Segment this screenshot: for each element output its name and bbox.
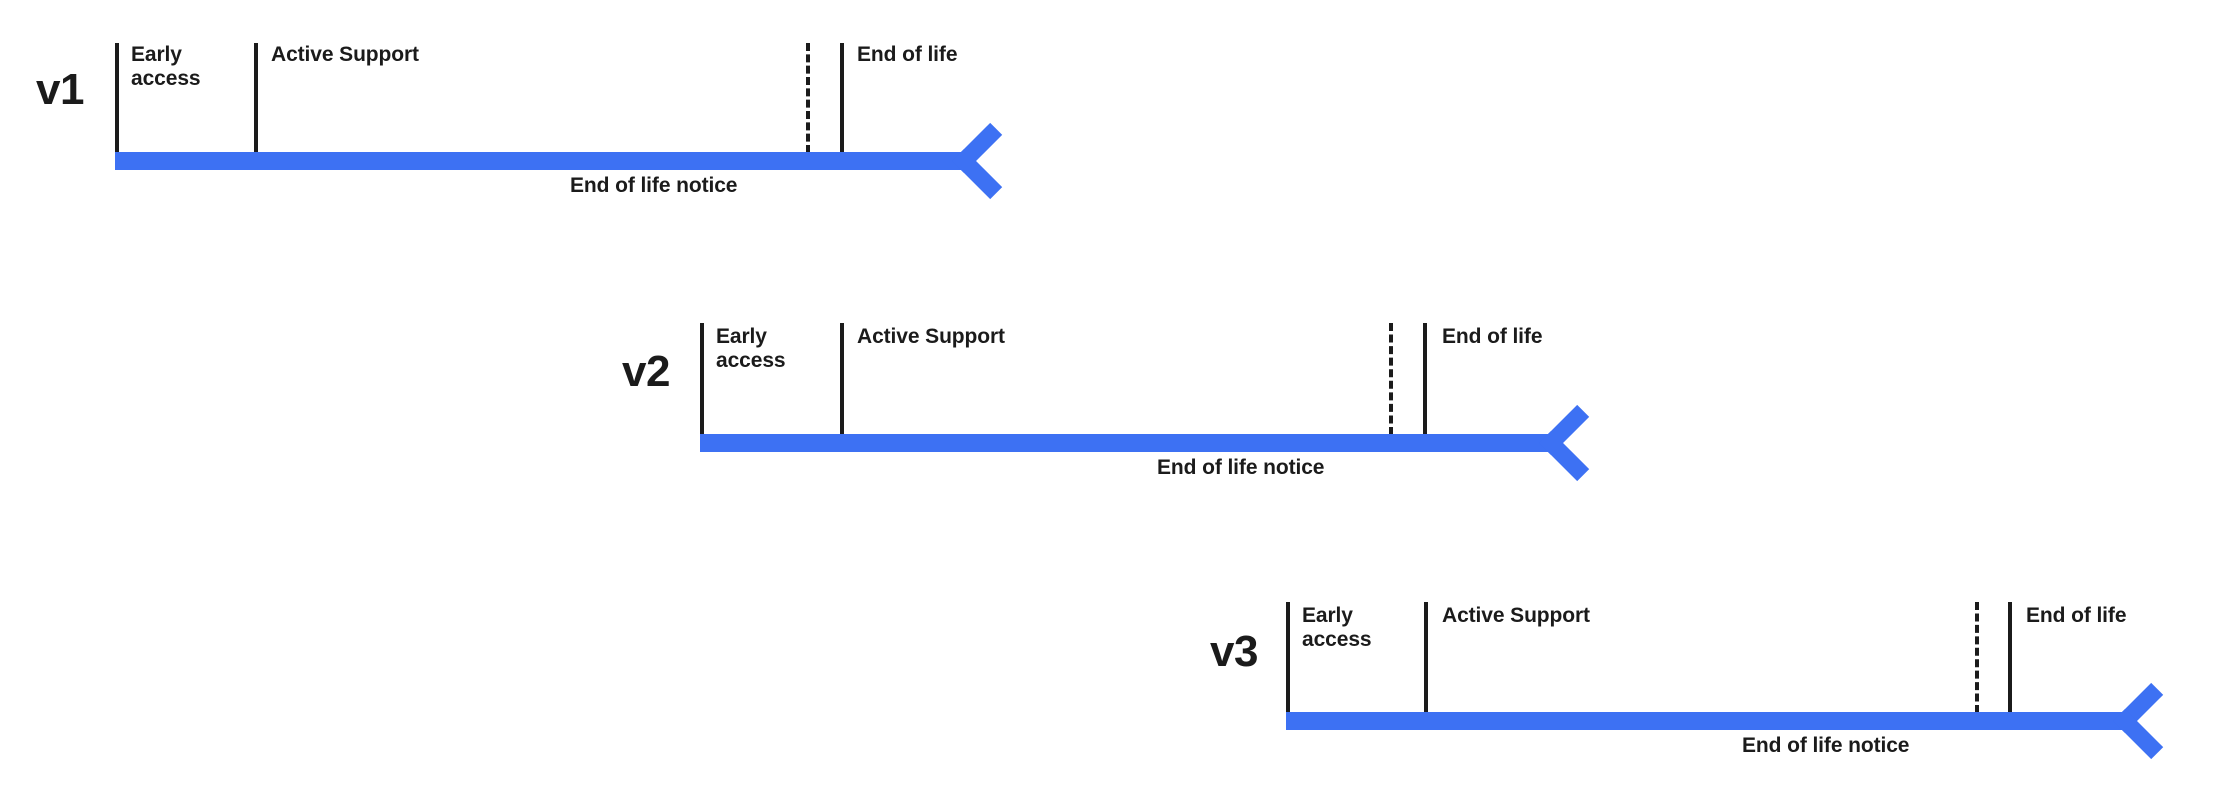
marker-end-of-life-notice-tick-v3 (1975, 602, 1979, 713)
marker-end-of-life-tick-v3 (2008, 602, 2012, 713)
marker-start-tick-v3 (1286, 602, 1290, 713)
version-label-v3: v3 (1210, 627, 1258, 676)
segment-label-early-access-v2: Early access (716, 325, 786, 372)
marker-end-of-life-tick-v2 (1423, 323, 1427, 435)
marker-start-tick-v1 (115, 43, 119, 153)
notice-label-v3: End of life notice (1742, 734, 1910, 757)
marker-early-access-end-tick-v3 (1424, 602, 1428, 713)
marker-end-of-life-tick-v1 (840, 43, 844, 153)
lifecycle-bar-v2 (700, 434, 1557, 452)
marker-start-tick-v2 (700, 323, 704, 435)
segment-label-end-of-life-v1: End of life (857, 43, 958, 66)
marker-early-access-end-tick-v1 (254, 43, 258, 153)
marker-end-of-life-notice-tick-v1 (806, 43, 810, 153)
lifecycle-bar-v1 (115, 152, 970, 170)
version-label-v2: v2 (622, 347, 670, 396)
segment-label-early-access-v1: Early access (131, 43, 201, 90)
segment-label-end-of-life-v2: End of life (1442, 325, 1543, 348)
notice-label-v2: End of life notice (1157, 456, 1325, 479)
segment-label-end-of-life-v3: End of life (2026, 604, 2127, 627)
segment-label-active-support-v1: Active Support (271, 43, 419, 66)
notice-label-v1: End of life notice (570, 174, 738, 197)
marker-end-of-life-notice-tick-v2 (1389, 323, 1393, 435)
segment-label-early-access-v3: Early access (1302, 604, 1372, 651)
lifecycle-bar-v3 (1286, 712, 2131, 730)
segment-label-active-support-v3: Active Support (1442, 604, 1590, 627)
version-label-v1: v1 (36, 65, 84, 114)
segment-label-active-support-v2: Active Support (857, 325, 1005, 348)
marker-early-access-end-tick-v2 (840, 323, 844, 435)
